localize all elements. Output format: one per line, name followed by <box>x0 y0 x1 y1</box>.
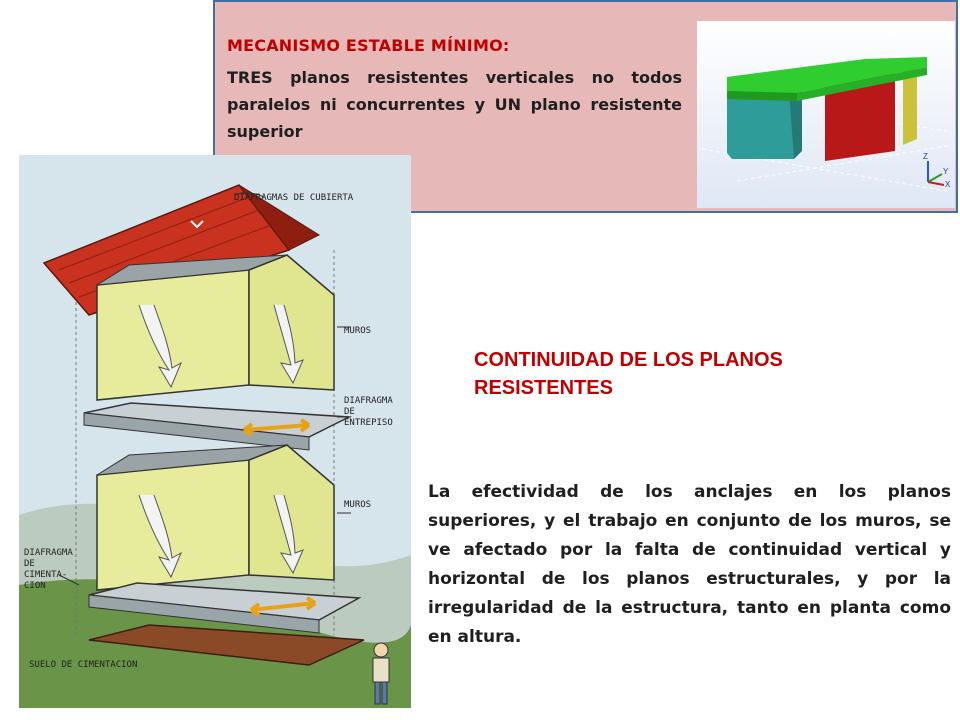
label-floor-diaphragm-2: DE <box>344 407 355 417</box>
definition-title: MECANISMO ESTABLE MÍNIMO: <box>227 36 510 55</box>
lower-walls-side <box>248 444 335 581</box>
label-foundation-diaphragm-2: DE <box>24 559 35 569</box>
model-roof-top <box>727 57 927 93</box>
label-foundation-diaphragm-3: CIMENTA- <box>24 570 67 580</box>
label-leaders <box>58 192 351 586</box>
model-wall-left <box>727 91 794 159</box>
label-roof-diaphragm: DIAFRAGMAS DE CUBIERTA <box>234 193 354 203</box>
structural-model-drawing: Z Y X <box>701 57 951 192</box>
axis-z-label: Z <box>923 152 928 161</box>
foundation-soil <box>88 624 365 666</box>
label-foundation-diaphragm-1: DIAFRAGMA <box>24 548 73 558</box>
roof-gable-side <box>238 184 321 251</box>
definition-text: TRES planos resistentes verticales no to… <box>227 68 682 141</box>
label-floor-diaphragm-3: ENTREPISO <box>344 418 393 428</box>
roof-down-arrow-icon <box>190 220 204 229</box>
floor-shear-arrow-icon <box>242 418 311 437</box>
exploded-house-diagram: DIAFRAGMAS DE CUBIERTA MUROS DIAFRAGMA D… <box>19 155 411 708</box>
label-foundation-diaphragm-4: CION <box>24 581 46 591</box>
lower-wall-load-arrow-icon <box>138 494 183 579</box>
label-lower-walls: MUROS <box>344 500 371 510</box>
axis-x-label: X <box>945 180 951 189</box>
exploded-house-drawing: DIAFRAGMAS DE CUBIERTA MUROS DIAFRAGMA D… <box>19 155 411 708</box>
model-roof-side <box>797 67 927 101</box>
model-axis-triad: Z Y X <box>923 152 951 189</box>
body-paragraph: La efectividad de los anclajes en los pl… <box>428 482 951 647</box>
upper-wall-load-arrow-icon <box>138 304 183 389</box>
floor-diaphragm-edge <box>83 412 310 451</box>
lower-side-load-arrow-icon <box>273 494 304 575</box>
label-foundation-soil: SUELO DE CIMENTACION <box>29 660 137 670</box>
foundation-shear-arrow-icon <box>249 596 317 617</box>
person-figure <box>372 642 390 705</box>
model-wall-back <box>825 73 895 161</box>
axis-y-label: Y <box>943 167 949 176</box>
model-wall-right <box>903 61 917 145</box>
label-floor-diaphragm-1: DIAFRAGMA <box>344 396 393 406</box>
structural-model-image: Z Y X <box>697 21 955 208</box>
foundation-diaphragm-edge <box>88 594 320 634</box>
upper-walls-side <box>248 254 335 391</box>
label-upper-walls: MUROS <box>344 326 371 336</box>
model-roof-edge <box>727 91 797 101</box>
upper-side-load-arrow-icon <box>273 304 304 385</box>
section-heading: CONTINUIDAD DE LOS PLANOS RESISTENTES <box>474 349 783 399</box>
